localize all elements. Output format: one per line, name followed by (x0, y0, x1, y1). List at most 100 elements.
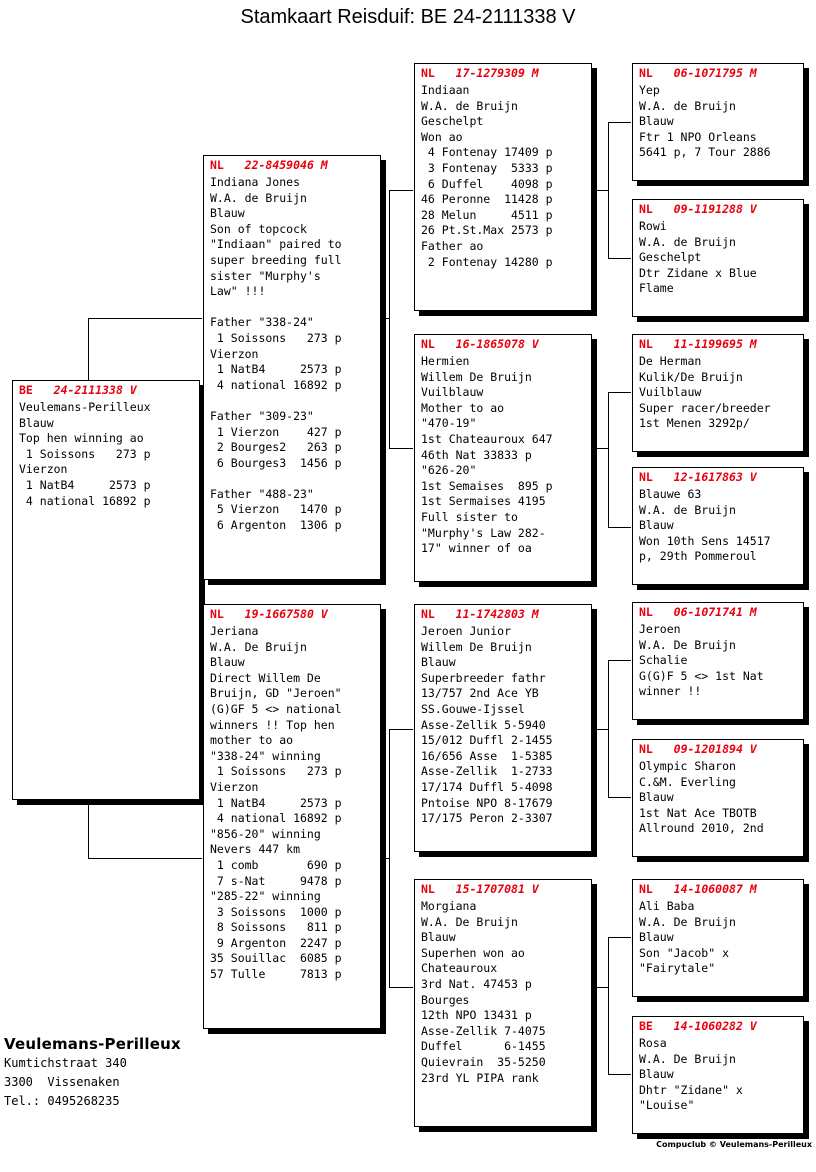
detail-line: Dhtr "Zidane" x (639, 1082, 743, 1097)
ring-number-father-mother: NL 16-1865078 V (415, 335, 591, 352)
detail-line: 46 Peronne 11428 p (421, 192, 553, 207)
country-code-father-mother: NL (421, 337, 435, 351)
detail-line: Dtr Zidane x Blue (639, 265, 757, 280)
ring-id-father-mother: 16-1865078 V (455, 337, 539, 351)
detail-line: Superhen won ao (421, 945, 525, 960)
detail-line: Nevers 447 km (210, 842, 301, 857)
ring-number-mmm: BE 14-1060282 V (633, 1017, 803, 1034)
detail-line: 16/656 Asse 1-5385 (421, 748, 553, 763)
connector-to-mm (389, 987, 413, 988)
connector-mm-out (597, 987, 609, 988)
ring-number-fmf: NL 11-1199695 M (633, 335, 803, 352)
detail-line: 1 NatB4 2573 p (210, 362, 342, 377)
detail-line: Flame (639, 281, 674, 296)
connector-to-mother (88, 858, 202, 859)
detail-line: Vierzon (210, 779, 259, 794)
detail-line: "470-19" (421, 416, 477, 431)
connector-father-out (378, 318, 390, 319)
ring-id-mother-mother: 15-1707081 V (455, 882, 539, 896)
detail-line: 3 Fontenay 5333 p (421, 160, 553, 175)
detail-line: Indiaan (421, 83, 470, 97)
country-code-ffm: NL (639, 202, 653, 216)
detail-line: Blauw (210, 655, 245, 670)
connector-to-fmf (608, 392, 631, 393)
country-code-mmf: NL (639, 882, 653, 896)
detail-line: "856-20" winning (210, 826, 321, 841)
ring-id-mfm: 09-1201894 V (673, 742, 757, 756)
detail-line: 1st Semaises 895 p (421, 478, 553, 493)
detail-line: "285-22" winning (210, 889, 321, 904)
country-code-mother-father: NL (421, 607, 435, 621)
detail-line: Vuilblauw (421, 385, 484, 400)
detail-line: Father "488-23" (210, 486, 314, 501)
detail-line: 4 national 16892 p (19, 493, 151, 508)
detail-line: super breeding full (210, 252, 342, 267)
connector-mm-vert (608, 937, 609, 1074)
detail-line: 35 Souillac 6085 p (210, 951, 342, 966)
detail-line: Won 10th Sens 14517 (639, 533, 771, 548)
detail-line: Duffel 6-1455 (421, 1039, 546, 1054)
connector-to-fm (389, 448, 413, 449)
detail-line: Vierzon (210, 346, 259, 361)
detail-line: G(G)F 5 <> 1st Nat (639, 668, 764, 683)
detail-line: Father ao (421, 238, 484, 253)
ring-id-mother-father: 11-1742803 M (455, 607, 539, 621)
detail-line: Jeriana (210, 624, 259, 638)
owner-street: Kumtichstraat 340 (4, 1056, 127, 1070)
detail-line: Blauw (421, 655, 456, 670)
detail-line: Superbreeder fathr (421, 670, 546, 685)
detail-line: "Fairytale" (639, 961, 716, 976)
ring-number-father-father: NL 17-1279309 M (415, 64, 591, 81)
detail-line: Blauw (639, 114, 674, 129)
detail-line: "Murphy's Law 282- (421, 525, 546, 540)
connector-mother-vert (389, 729, 390, 987)
detail-line: winners !! Top hen (210, 717, 335, 732)
detail-line: 4 Fontenay 17409 p (421, 145, 553, 160)
detail-line: 6 Argenton 1306 p (210, 518, 342, 533)
detail-line: Bruijn, GD "Jeroen" (210, 686, 342, 701)
detail-line: 1 Soissons 273 p (210, 330, 342, 345)
ring-id-mff: 06-1071741 M (673, 605, 757, 619)
country-code-mother-mother: NL (421, 882, 435, 896)
detail-line: 4 national 16892 p (210, 377, 342, 392)
detail-line: De Herman (639, 354, 702, 368)
detail-line: SS.Gouwe-Ijssel (421, 701, 525, 716)
country-code-father-father: NL (421, 66, 435, 80)
country-code-subject: BE (19, 383, 33, 397)
connector-to-mfm (608, 797, 631, 798)
detail-line: Vuilblauw (639, 385, 702, 400)
ring-id-subject: 24-2111338 V (53, 383, 137, 397)
ring-number-mother-mother: NL 15-1707081 V (415, 880, 591, 897)
detail-line (210, 300, 380, 316)
ring-number-fff: NL 06-1071795 M (633, 64, 803, 81)
detail-line: 2 Fontenay 14280 p (421, 254, 553, 269)
page-title: Stamkaart Reisduif: BE 24-2111338 V (240, 6, 576, 28)
connector-mf-out (597, 729, 609, 730)
detail-line: 1st Sermaises 4195 (421, 494, 546, 509)
owner-city: 3300 Vissenaken (4, 1075, 120, 1089)
detail-line: 1 comb 690 p (210, 857, 342, 872)
